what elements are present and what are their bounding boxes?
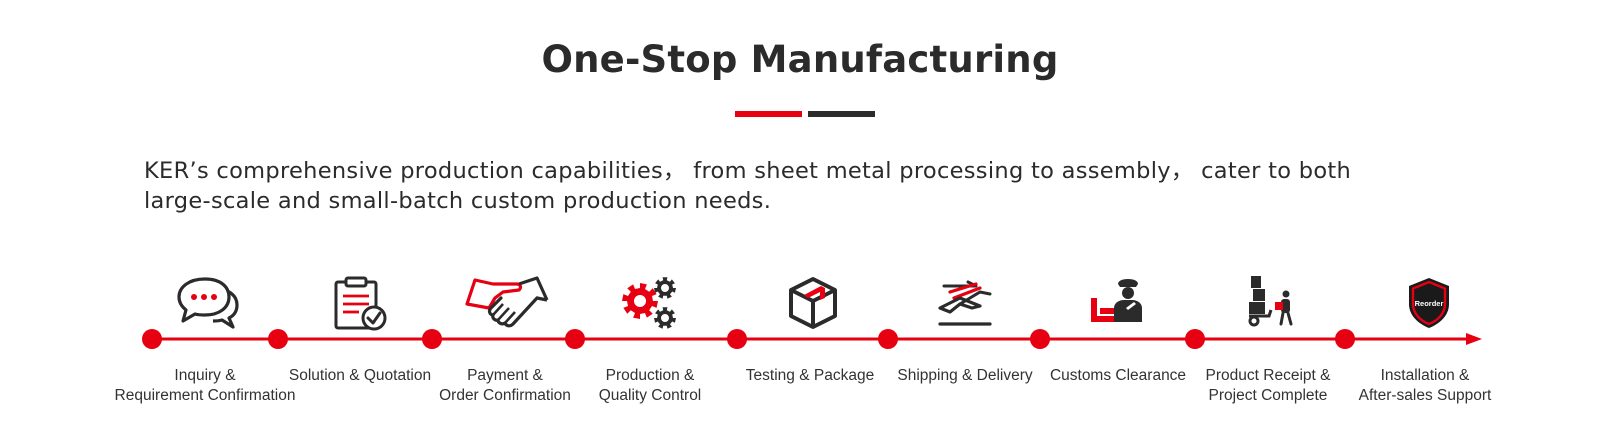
- step-label-line: Order Confirmation: [439, 387, 571, 404]
- airplane-shipping-icon: [938, 280, 992, 326]
- page-title: One-Stop Manufacturing: [541, 38, 1059, 81]
- step-label-line: Inquiry &: [174, 367, 236, 384]
- step-label-line: Production &: [605, 367, 695, 384]
- step-label-line: Requirement Confirmation: [114, 387, 296, 404]
- timeline-dot: [422, 329, 442, 349]
- step-label-line: Project Complete: [1208, 387, 1328, 404]
- step-label-line: Product Receipt &: [1205, 367, 1331, 384]
- step-label-line: Customs Clearance: [1049, 367, 1187, 384]
- handshake-icon: [465, 276, 549, 328]
- reorder-shield-icon: Reorder: [1409, 278, 1449, 328]
- step-label: Shipping & Delivery: [897, 366, 1032, 386]
- step-label: Solution & Quotation: [289, 366, 431, 386]
- step-label: Payment & Order Confirmation: [439, 366, 571, 406]
- reorder-badge-text: Reorder: [1415, 299, 1444, 308]
- step-label-line: Payment &: [467, 367, 543, 384]
- timeline-dot: [727, 329, 747, 349]
- timeline-line: [142, 329, 1482, 349]
- intro-line-1: KER’s comprehensive production capabilit…: [144, 158, 1352, 184]
- intro-line-2: large-scale and small-batch custom produ…: [144, 188, 772, 214]
- clipboard-check-icon: [334, 276, 387, 331]
- timeline-dot: [268, 329, 288, 349]
- timeline-dot: [1030, 329, 1050, 349]
- timeline-dot: [878, 329, 898, 349]
- step-label: Installation & After-sales Support: [1359, 366, 1492, 406]
- timeline-dot: [142, 329, 162, 349]
- customs-officer-icon: [1091, 279, 1142, 322]
- timeline-dot: [1185, 329, 1205, 349]
- chat-bubbles-icon: [177, 277, 239, 329]
- intro-text: KER’s comprehensive production capabilit…: [144, 156, 1484, 216]
- step-label-line: Quality Control: [598, 387, 702, 404]
- step-label: Customs Clearance: [1050, 366, 1186, 386]
- gears-icon: [622, 277, 676, 329]
- step-label: Inquiry & Requirement Confirmation: [115, 366, 296, 406]
- package-box-icon: [789, 277, 837, 329]
- step-label: Production & Quality Control: [599, 366, 702, 406]
- step-label-line: After-sales Support: [1358, 387, 1492, 404]
- step-label-line: Testing & Package: [745, 367, 875, 384]
- hand-truck-icon: [1248, 276, 1293, 327]
- step-label: Testing & Package: [746, 366, 874, 386]
- timeline-dot: [565, 329, 585, 349]
- step-label-line: Solution & Quotation: [288, 367, 432, 384]
- step-label-line: Installation &: [1380, 367, 1470, 384]
- title-underline-dark: [808, 111, 875, 117]
- step-label-line: Shipping & Delivery: [897, 367, 1033, 384]
- title-underline-red: [735, 111, 802, 117]
- step-label: Product Receipt & Project Complete: [1206, 366, 1331, 406]
- timeline-dot: [1335, 329, 1355, 349]
